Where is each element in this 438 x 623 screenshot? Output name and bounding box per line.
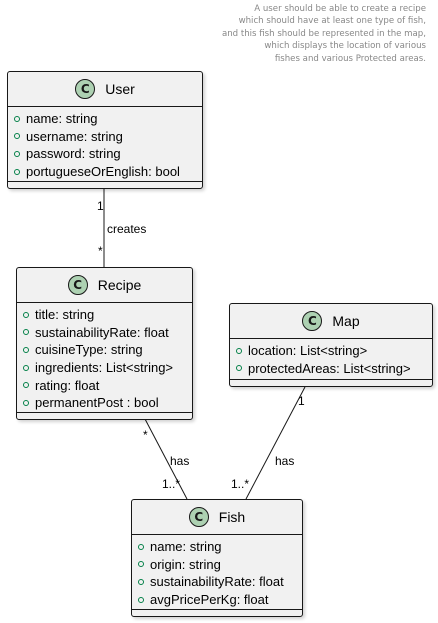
- class-recipe[interactable]: C Recipe title: string sustainabilityRat…: [16, 267, 193, 420]
- public-visibility-icon: [23, 382, 29, 389]
- attribute: username: string: [14, 128, 202, 146]
- public-visibility-icon: [14, 133, 20, 140]
- attribute: sustainabilityRate: float: [23, 324, 192, 342]
- public-visibility-icon: [14, 150, 20, 157]
- class-header: C Map: [230, 304, 432, 339]
- operations-compartment: [230, 379, 432, 380]
- public-visibility-icon: [14, 168, 20, 175]
- attribute: permanentPost : bool: [23, 394, 192, 412]
- public-visibility-icon: [236, 347, 242, 354]
- creates-label: creates: [107, 222, 147, 236]
- public-visibility-icon: [138, 561, 144, 568]
- attribute: protectedAreas: List<string>: [236, 360, 432, 378]
- attribute: title: string: [23, 306, 192, 324]
- class-name: Map: [332, 313, 360, 329]
- recipe-fish-source-multiplicity: *: [143, 428, 148, 442]
- attribute: password: string: [14, 145, 202, 163]
- class-c-icon: C: [188, 507, 209, 527]
- attribute: rating: float: [23, 376, 192, 394]
- attribute: name: string: [14, 110, 202, 128]
- class-c-icon: C: [302, 311, 323, 331]
- attribute: portugueseOrEnglish: bool: [14, 163, 202, 181]
- class-c-icon: C: [67, 275, 88, 295]
- attribute: name: string: [138, 538, 302, 556]
- class-map[interactable]: C Map location: List<string> protectedAr…: [229, 303, 433, 387]
- public-visibility-icon: [23, 311, 29, 318]
- class-name: Recipe: [97, 277, 142, 293]
- note-line: and this fish should be represented in t…: [221, 28, 426, 39]
- attribute: cuisineType: string: [23, 341, 192, 359]
- attribute-list: title: string sustainabilityRate: float …: [17, 303, 192, 412]
- class-name: Fish: [218, 509, 246, 525]
- public-visibility-icon: [138, 596, 144, 603]
- attribute-list: name: string origin: string sustainabili…: [132, 535, 302, 608]
- public-visibility-icon: [138, 578, 144, 585]
- operations-compartment: [8, 181, 202, 182]
- public-visibility-icon: [23, 399, 29, 406]
- map-fish-target-multiplicity: 1..*: [231, 477, 250, 491]
- recipe-fish-line: [144, 418, 188, 500]
- map-fish-has-label: has: [275, 454, 295, 468]
- public-visibility-icon: [23, 364, 29, 371]
- user-multiplicity: 1: [97, 199, 104, 213]
- note-line: fishes and various Protected areas.: [274, 53, 426, 64]
- recipe-fish-target-multiplicity: 1..*: [162, 477, 181, 491]
- public-visibility-icon: [23, 329, 29, 336]
- class-fish[interactable]: C Fish name: string origin: string susta…: [131, 499, 303, 617]
- map-fish-source-multiplicity: 1: [298, 394, 305, 408]
- attribute: avgPricePerKg: float: [138, 591, 302, 609]
- note-line: which displays the location of various: [264, 41, 426, 52]
- note-line: A user should be able to create a recipe: [254, 4, 426, 14]
- recipe-multiplicity: *: [98, 244, 103, 258]
- attribute: origin: string: [138, 556, 302, 574]
- note-line: which should have at least one type of f…: [238, 16, 426, 27]
- operations-compartment: [132, 609, 302, 610]
- attribute: ingredients: List<string>: [23, 359, 192, 377]
- public-visibility-icon: [23, 346, 29, 353]
- class-user[interactable]: C User name: string username: string pas…: [7, 71, 203, 189]
- public-visibility-icon: [14, 115, 20, 122]
- attribute-list: name: string username: string password: …: [8, 107, 202, 180]
- class-header: C Fish: [132, 500, 302, 535]
- operations-compartment: [17, 412, 192, 413]
- class-header: C User: [8, 72, 202, 107]
- class-name: User: [105, 81, 135, 97]
- attribute-list: location: List<string> protectedAreas: L…: [230, 339, 432, 377]
- attribute: sustainabilityRate: float: [138, 573, 302, 591]
- attribute: location: List<string>: [236, 342, 432, 360]
- class-header: C Recipe: [17, 268, 192, 303]
- public-visibility-icon: [236, 365, 242, 372]
- diagram-note: A user should be able to create a recipe…: [166, 3, 426, 65]
- public-visibility-icon: [138, 543, 144, 550]
- map-fish-line: [245, 386, 306, 500]
- recipe-fish-has-label: has: [170, 454, 190, 468]
- class-c-icon: C: [75, 79, 96, 99]
